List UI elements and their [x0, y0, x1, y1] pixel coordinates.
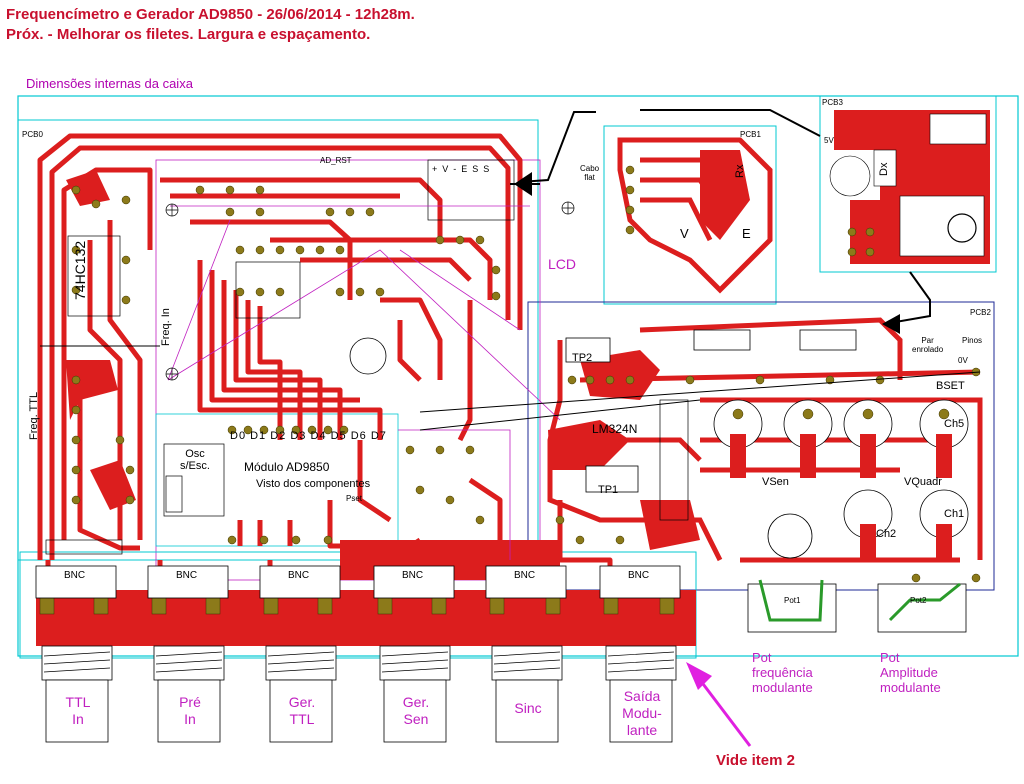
par-enrolado-label: Par enrolado — [912, 336, 944, 354]
pcb3-label: PCB3 — [822, 98, 843, 107]
v-mark-label: V — [680, 226, 689, 241]
pot1-label: Pot1 — [784, 596, 801, 605]
ic-outlines — [45, 159, 689, 555]
bnc-label-3: BNC — [288, 570, 310, 581]
ch2-label: Ch2 — [876, 528, 897, 540]
pcb3-parts — [829, 113, 987, 257]
arrow-to-pcb2 — [882, 314, 900, 334]
data-pins-label: D0 D1 D2 D3 D4 D5 D6 D7 — [230, 430, 387, 442]
pot-bodies — [747, 583, 967, 633]
pot-jumpers — [758, 579, 961, 622]
magenta-wires — [167, 205, 561, 560]
zero-v-label: 0V — [958, 356, 968, 365]
pcb1-tracks — [617, 137, 773, 294]
freq-in-label: Freq. In — [160, 308, 172, 346]
chip-74hc132: 74HC132 — [72, 240, 88, 300]
bset-label: BSET — [936, 380, 965, 392]
bnc-label-1: BNC — [64, 570, 86, 581]
ch5-label: Ch5 — [944, 418, 965, 430]
ch1-label: Ch1 — [944, 508, 965, 520]
pcb3-circle — [947, 213, 977, 243]
connector-ger-ttl: Ger. TTL — [288, 694, 316, 727]
pset-label: Pset — [346, 494, 363, 503]
vide-arrowhead — [686, 662, 712, 690]
pcb2-label: PCB2 — [970, 308, 991, 317]
bnc-label-2: BNC — [176, 570, 198, 581]
five-v-label: 5V — [824, 136, 834, 145]
module-outline — [155, 413, 399, 547]
connector-ttl-in: TTL In — [65, 694, 91, 727]
pcb3-outline — [819, 95, 997, 273]
pcb1-outline — [603, 125, 777, 305]
lcd-label: LCD — [548, 256, 577, 272]
pot-frequencia-label: Pot frequência modulante — [752, 650, 813, 695]
pcb1-pour — [700, 150, 750, 240]
connector-saida-modulante: Saída Modu- lante — [622, 688, 662, 738]
e-mark-label: E — [742, 226, 751, 241]
pcb2-trimmer-bars — [730, 434, 952, 560]
pcb0-label: PCB0 — [22, 130, 43, 139]
header-title: Frequencímetro e Gerador AD9850 - 26/06/… — [6, 6, 415, 23]
connector-sinc: Sinc — [514, 700, 542, 716]
vsen-label: VSen — [762, 476, 789, 488]
pcb0-outline — [17, 119, 539, 561]
pcb2-parts — [565, 329, 857, 493]
box-dimensions-label: Dimensões internas da caixa — [26, 76, 193, 91]
vquadr-label: VQuadr — [904, 476, 942, 488]
module-label: Módulo AD9850 — [244, 460, 330, 474]
pads — [39, 165, 981, 615]
mount-holes — [165, 201, 575, 381]
module-sublabel: Visto dos componentes — [256, 478, 371, 490]
bnc-label-5: BNC — [514, 570, 536, 581]
lcd-pins-label: + V - E S S — [432, 164, 490, 174]
pcb1-label: PCB1 — [740, 130, 761, 139]
ad-rst-label: AD_RST — [320, 156, 352, 165]
trimmer-ct — [349, 337, 387, 375]
rx-label: Rx — [734, 164, 746, 178]
arrow-to-lcd — [514, 172, 532, 196]
pcb2-pours — [548, 350, 700, 550]
signal-lines — [40, 345, 981, 431]
tp2-label: TP2 — [572, 352, 593, 364]
bnc-label-6: BNC — [628, 570, 650, 581]
connector-ger-sen: Ger. Sen — [402, 694, 430, 727]
cabo-flat-label: Cabo flat — [580, 164, 600, 182]
connector-pre-in: Pré In — [179, 694, 201, 727]
freq-ttl-label: Freq. TTL — [28, 391, 40, 440]
bnc-label-4: BNC — [402, 570, 424, 581]
osc-label: Osc s/Esc. — [180, 448, 210, 472]
pot-amplitude-label: Pot Amplitude modulante — [880, 650, 941, 695]
vide-item-label: Vide item 2 — [716, 752, 795, 769]
dx-label: Dx — [878, 162, 890, 176]
pcb2-trimmers — [713, 399, 969, 559]
header-subtitle: Próx. - Melhorar os filetes. Largura e e… — [6, 26, 371, 43]
pinos-label: Pinos — [962, 336, 983, 345]
tp1-label: TP1 — [598, 484, 619, 496]
chip-lm324n: LM324N — [592, 422, 638, 436]
bnc-connectors — [35, 565, 681, 743]
pot2-label: Pot2 — [910, 596, 927, 605]
